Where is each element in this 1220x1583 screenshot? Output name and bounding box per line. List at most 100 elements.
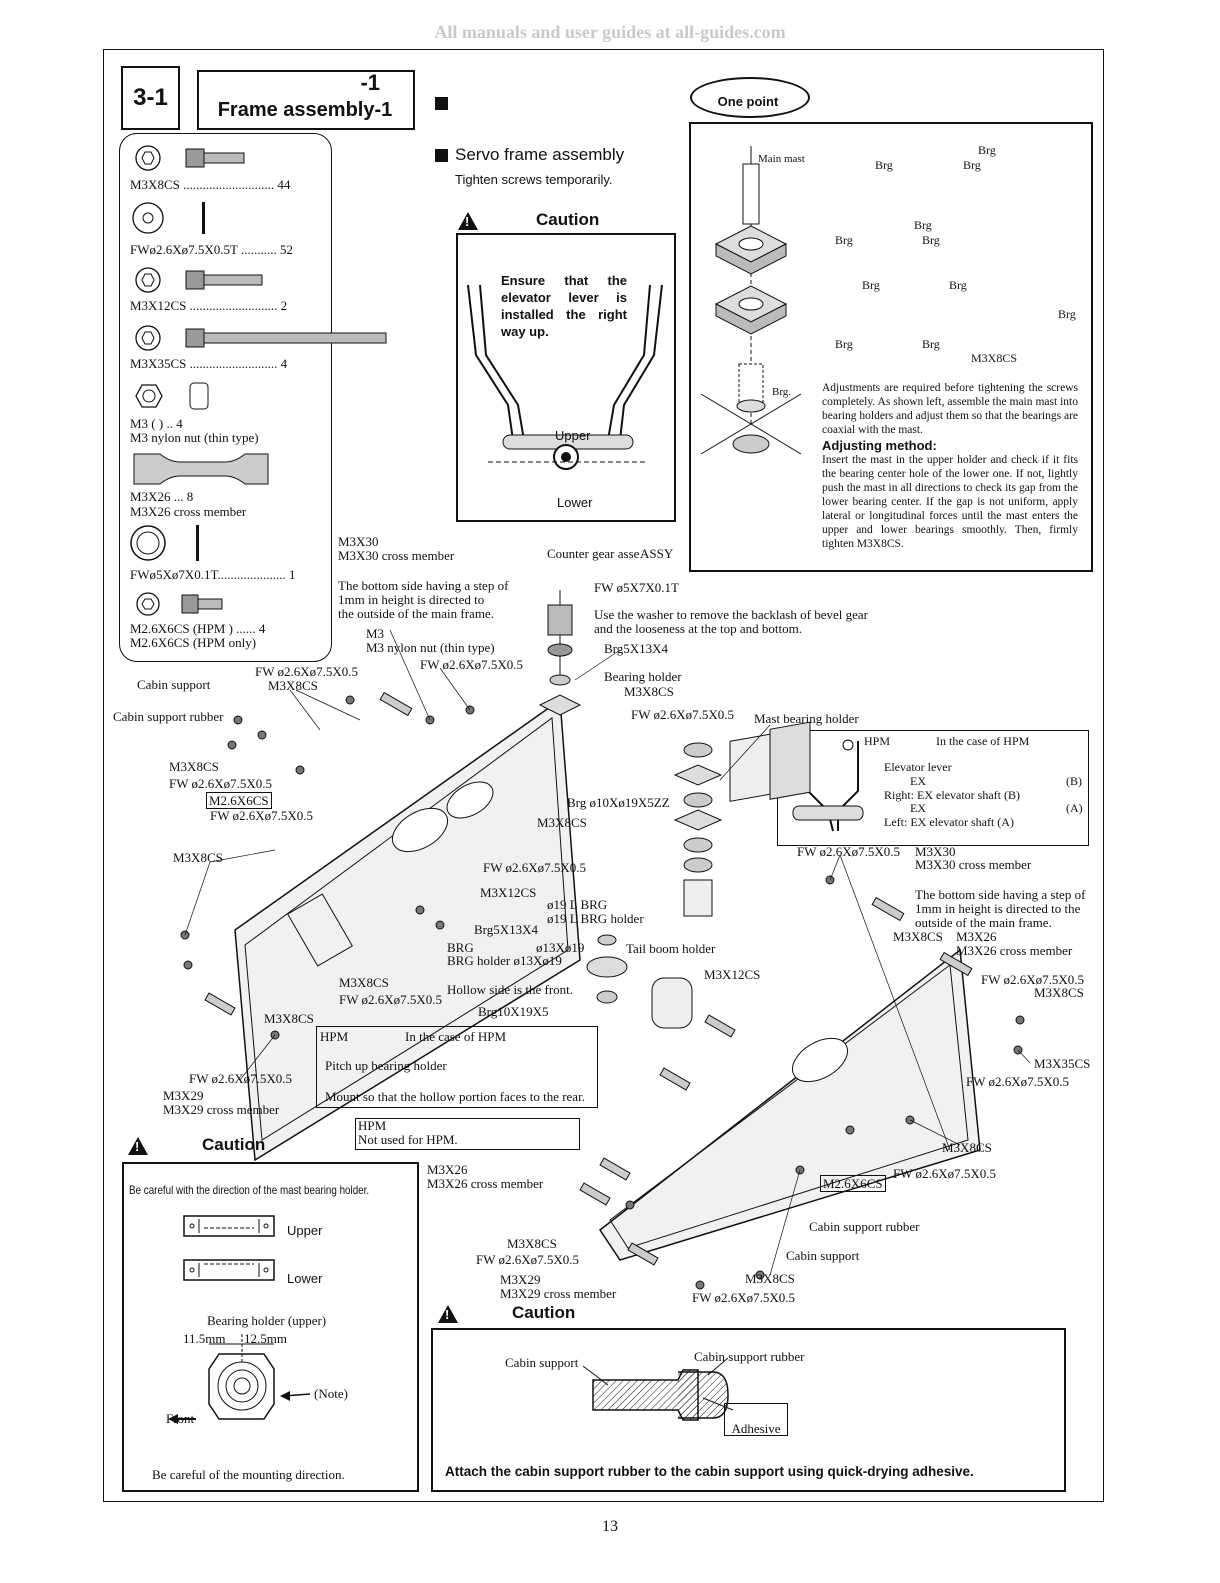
elevator-lever-diagram (467, 284, 663, 470)
cabin-support-rubber-label: Cabin support rubber (113, 709, 224, 724)
screw-icons (180, 695, 1025, 1290)
m3x8cs-label: M3X8CS (339, 975, 389, 990)
not-used-label: Not used for HPM. (358, 1132, 458, 1147)
hpm-not-used-box (355, 1118, 580, 1150)
caution-elevator-box (456, 233, 676, 522)
brg-label: Brg (922, 337, 940, 351)
one-point-box (689, 122, 1093, 572)
adhesive-label: Adhesive (724, 1403, 788, 1436)
main-mast-label: Main mast (758, 153, 805, 165)
caution-title: Caution (202, 1135, 266, 1154)
fw-label: FW ø2.6Xø7.5X0.5 (966, 1074, 1070, 1089)
bearing-holder-upper-label: Bearing holder (upper) (207, 1313, 327, 1328)
fw-label: FW ø2.6Xø7.5X0.5 (631, 707, 735, 722)
page-frame (103, 49, 1104, 1502)
fw-label: FW ø2.6Xø7.5X0.5 (169, 776, 273, 791)
m3x8cs-label: M3X8CS (268, 678, 318, 693)
part-label: FWø2.6Xø7.5X0.5T ........... 52 (130, 242, 293, 257)
m3x26-cm-label: M3X26 cross member (427, 1176, 544, 1191)
section-number: 3-1 (121, 66, 180, 130)
mast-bearing-holder-icon (673, 742, 723, 917)
caution-icon (458, 212, 478, 235)
front-label: Front (166, 1411, 195, 1426)
servo-frame-heading: Servo frame assembly (455, 145, 625, 164)
cabin-support-rubber-label: Cabin support rubber (809, 1219, 920, 1234)
part-label: M2.6X6CS (HPM only) (130, 635, 257, 650)
lower-label: Lower (557, 495, 593, 510)
hpm-label: HPM (358, 1118, 387, 1133)
brg5x13x4-label: Brg5X13X4 (604, 641, 669, 656)
step-note: outside of the main frame. (915, 915, 1052, 930)
section-title: Frame assembly-1 (217, 99, 393, 121)
section-title-box (197, 70, 415, 130)
brg5x13x4-label: Brg5X13X4 (474, 922, 539, 937)
servo-frame-subheading: Tighten screws temporarily. (455, 172, 613, 187)
caution-icon (128, 1137, 148, 1160)
bullet-square-icon (435, 97, 448, 115)
adjusting-method-heading: Adjusting method: (822, 438, 937, 453)
part-label: FWø5Xø7X0.1T..................... 1 (130, 567, 296, 582)
nut-icon (135, 384, 163, 408)
m3-nylon-label: M3 nylon nut (thin type) (366, 640, 495, 655)
hollow-front-label: Hollow side is the front. (447, 982, 574, 997)
brg-label: Brg (949, 278, 967, 292)
right-shaft-label: Right: EX elevator shaft (B) (884, 788, 1020, 802)
bearing-icon (736, 399, 766, 413)
mast-bearing-holder-label: Mast bearing holder (754, 711, 859, 726)
m26x6cs-label: M2.6X6CS (206, 792, 272, 809)
large-washer-icon (130, 525, 166, 561)
m3x30-label: M3X30 (338, 534, 379, 549)
cross-member-icons (204, 691, 973, 1266)
screw-head-icon (135, 145, 161, 171)
ex-label: EX (910, 801, 926, 815)
one-point-para-1: Adjustments are required before tighteni… (822, 382, 1078, 436)
brg-label: Brg (875, 158, 893, 172)
fw-label: FW ø2.6Xø7.5X0.5 (339, 992, 443, 1007)
lower-label: Lower (287, 1271, 323, 1286)
fw-label: FW ø2.6Xø7.5X0.5 (476, 1252, 580, 1267)
part-label: M2.6X6CS (HPM ) ...... 4 (130, 621, 266, 636)
m3x30-cm-label: M3X30 cross member (915, 857, 1032, 872)
cabin-support-label: Cabin support (786, 1248, 860, 1263)
tail-boom-holder-icon (729, 721, 811, 802)
mast-adjust-diagram (700, 146, 802, 455)
main-frame-left (234, 698, 581, 1162)
washer-side-icon (202, 202, 205, 234)
brg-label: Brg (978, 143, 996, 157)
bullet-square-icon (435, 149, 448, 167)
bearing-holder-lower-icon (714, 285, 788, 335)
mounting-direction-label: Be careful of the mounting direction. (152, 1467, 345, 1482)
m3x26-label: M3X26 (427, 1162, 468, 1177)
fw5-note: Use the washer to remove the backlash of… (594, 607, 868, 622)
m3x35cs-label: M3X35CS (1034, 1056, 1091, 1071)
m3x8cs-label: M3X8CS (745, 1271, 795, 1286)
one-point-badge (690, 77, 810, 118)
m3x30-cross-member-label: M3X30 cross member (338, 548, 455, 563)
cabin-support-instruction: Attach the cabin support rubber to the c… (445, 1464, 974, 1479)
m26x6cs-label: M2.6X6CS (820, 1175, 886, 1192)
brg10x19x5-label: Brg10X19X5 (478, 1004, 549, 1019)
cabin-support-diagram (582, 1357, 734, 1421)
fw-label: FW ø2.6Xø7.5X0.5 (210, 808, 314, 823)
page-number: 13 (602, 1518, 618, 1535)
part-label: M3 nylon nut (thin type) (130, 430, 259, 445)
brg-label: Brg (914, 218, 932, 232)
m3x12cs-label: M3X12CS (480, 885, 537, 900)
note-label: (Note) (314, 1386, 348, 1401)
brg-dot-label: Brg. (772, 386, 792, 398)
cabin-support-label: Cabin support (137, 677, 211, 692)
m3x30-label: M3X30 (915, 844, 956, 859)
fw-label: FW ø2.6Xø7.5X0.5 (420, 657, 524, 672)
caution-title: Caution (536, 210, 600, 229)
fw-label: FW ø2.6Xø7.5X0.5 (797, 844, 901, 859)
brg10-label: Brg ø10Xø19X5ZZ (567, 795, 670, 810)
m3x8cs-label: M3X8CS (537, 815, 587, 830)
a-label: (A) (1066, 801, 1083, 815)
bearing-holder-upper-icon (714, 225, 788, 275)
m3x8cs-label: M3X8CS (173, 850, 223, 865)
cross-member-icon (133, 453, 269, 485)
m3x8cs-label: M3X8CS (169, 759, 219, 774)
pitch-up-holder-icon (651, 977, 693, 1029)
fw-label: FW ø2.6Xø7.5X0.5 (255, 664, 359, 679)
